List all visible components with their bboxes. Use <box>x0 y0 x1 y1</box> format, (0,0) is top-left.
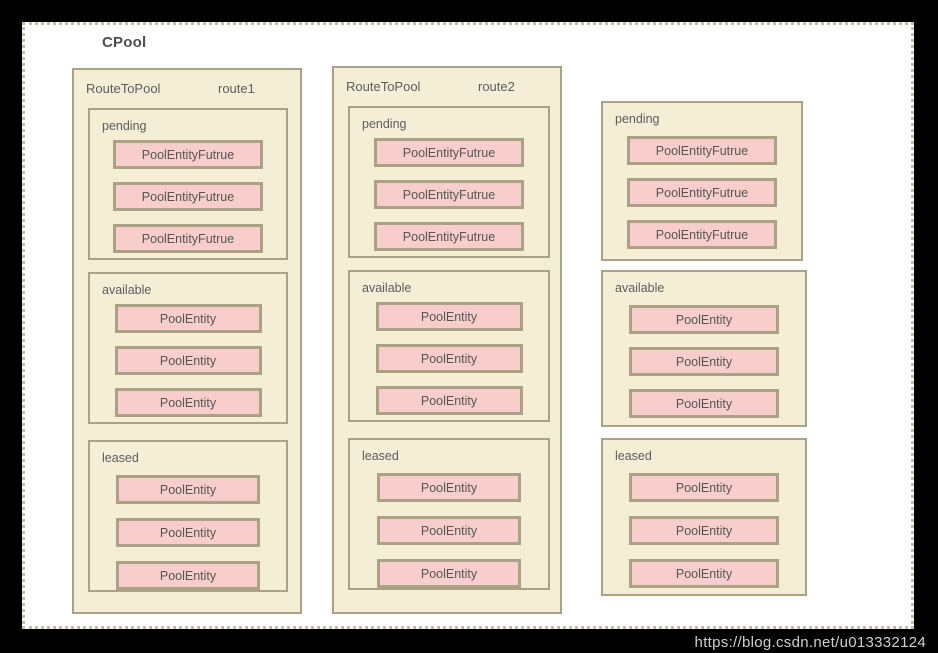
route-type-label-1: RouteToPool <box>86 81 161 96</box>
entity-item[interactable]: PoolEntity <box>116 518 260 547</box>
entity-item[interactable]: PoolEntity <box>116 561 260 590</box>
group-leased-3[interactable]: leased PoolEntity PoolEntity PoolEntity <box>601 438 807 596</box>
entity-item[interactable]: PoolEntity <box>375 344 523 373</box>
entity-item[interactable]: PoolEntity <box>377 473 521 502</box>
group-label-available-2: available <box>362 281 412 295</box>
entity-list-pending-1: PoolEntityFutrue PoolEntityFutrue PoolEn… <box>90 140 286 253</box>
entity-list-pending-3: PoolEntityFutrue PoolEntityFutrue PoolEn… <box>603 136 801 249</box>
group-label-pending-3: pending <box>615 112 660 126</box>
entity-item[interactable]: PoolEntityFutrue <box>374 222 524 251</box>
entity-item[interactable]: PoolEntity <box>375 386 523 415</box>
group-leased-2[interactable]: leased PoolEntity PoolEntity PoolEntity <box>348 438 550 590</box>
entity-list-available-1: PoolEntity PoolEntity PoolEntity <box>90 304 286 417</box>
group-label-leased-3: leased <box>615 449 652 463</box>
entity-item[interactable]: PoolEntityFutrue <box>113 140 263 169</box>
route-type-label-2: RouteToPool <box>346 79 421 94</box>
route-header-2: RouteToPool route2 <box>346 79 548 95</box>
entity-item[interactable]: PoolEntityFutrue <box>374 180 524 209</box>
entity-item[interactable]: PoolEntityFutrue <box>113 224 263 253</box>
entity-list-leased-1: PoolEntity PoolEntity PoolEntity <box>90 475 286 590</box>
entity-item[interactable]: PoolEntityFutrue <box>627 220 777 249</box>
entity-item[interactable]: PoolEntity <box>629 347 779 376</box>
entity-list-leased-2: PoolEntity PoolEntity PoolEntity <box>350 473 548 588</box>
entity-item[interactable]: PoolEntityFutrue <box>113 182 263 211</box>
entity-list-leased-3: PoolEntity PoolEntity PoolEntity <box>603 473 805 588</box>
entity-item[interactable]: PoolEntityFutrue <box>627 136 777 165</box>
entity-list-available-2: PoolEntity PoolEntity PoolEntity <box>350 302 548 415</box>
group-label-leased-1: leased <box>102 451 139 465</box>
entity-item[interactable]: PoolEntity <box>377 516 521 545</box>
group-available-3[interactable]: available PoolEntity PoolEntity PoolEnti… <box>601 270 807 427</box>
entity-item[interactable]: PoolEntity <box>114 304 262 333</box>
route-container-1[interactable]: RouteToPool route1 pending PoolEntityFut… <box>72 68 302 614</box>
entity-item[interactable]: PoolEntity <box>629 305 779 334</box>
entity-item[interactable]: PoolEntity <box>629 559 779 588</box>
group-pending-1[interactable]: pending PoolEntityFutrue PoolEntityFutru… <box>88 108 288 260</box>
page-title: CPool <box>102 34 147 51</box>
entity-item[interactable]: PoolEntity <box>629 389 779 418</box>
route-name-label-2: route2 <box>478 79 515 94</box>
group-available-1[interactable]: available PoolEntity PoolEntity PoolEnti… <box>88 272 288 424</box>
group-pending-2[interactable]: pending PoolEntityFutrue PoolEntityFutru… <box>348 106 550 258</box>
watermark-text: https://blog.csdn.net/u013332124 <box>694 634 926 651</box>
entity-item[interactable]: PoolEntity <box>377 559 521 588</box>
group-label-leased-2: leased <box>362 449 399 463</box>
route-name-label-1: route1 <box>218 81 255 96</box>
entity-item[interactable]: PoolEntity <box>629 516 779 545</box>
entity-item[interactable]: PoolEntity <box>116 475 260 504</box>
group-leased-1[interactable]: leased PoolEntity PoolEntity PoolEntity <box>88 440 288 592</box>
route-header-1: RouteToPool route1 <box>86 81 288 97</box>
group-label-pending-2: pending <box>362 117 407 131</box>
group-available-2[interactable]: available PoolEntity PoolEntity PoolEnti… <box>348 270 550 422</box>
entity-list-pending-2: PoolEntityFutrue PoolEntityFutrue PoolEn… <box>350 138 548 251</box>
entity-item[interactable]: PoolEntityFutrue <box>374 138 524 167</box>
entity-list-available-3: PoolEntity PoolEntity PoolEntity <box>603 305 805 418</box>
entity-item[interactable]: PoolEntity <box>629 473 779 502</box>
group-pending-3[interactable]: pending PoolEntityFutrue PoolEntityFutru… <box>601 101 803 261</box>
route-container-2[interactable]: RouteToPool route2 pending PoolEntityFut… <box>332 66 562 614</box>
group-label-available-1: available <box>102 283 152 297</box>
entity-item[interactable]: PoolEntityFutrue <box>627 178 777 207</box>
group-label-pending-1: pending <box>102 119 147 133</box>
entity-item[interactable]: PoolEntity <box>114 346 262 375</box>
entity-item[interactable]: PoolEntity <box>375 302 523 331</box>
entity-item[interactable]: PoolEntity <box>114 388 262 417</box>
group-label-available-3: available <box>615 281 665 295</box>
